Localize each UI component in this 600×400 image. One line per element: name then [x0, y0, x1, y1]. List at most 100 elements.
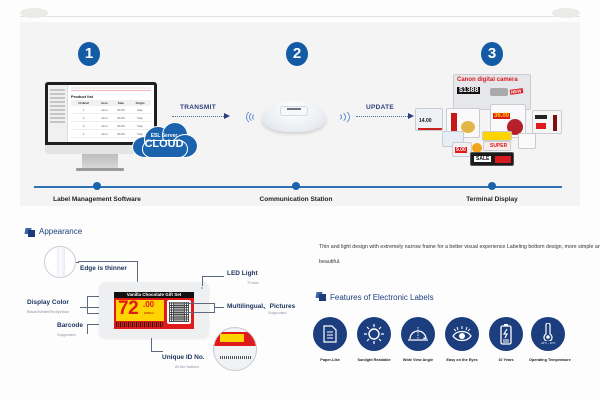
- led-sub: 7Color: [247, 280, 259, 285]
- multilingual-leader: [214, 307, 224, 308]
- sun-icon: [357, 317, 391, 351]
- features-title: Features of Electronic Labels: [330, 293, 434, 302]
- unique-id-leader-h: [151, 351, 163, 352]
- monitor-base: [76, 168, 124, 171]
- display-color-sub: Black/White/Red/yellow: [27, 309, 69, 314]
- timeline-node-1: [93, 182, 101, 190]
- multilingual-sub: Supported: [268, 310, 287, 315]
- esl-qr-code: [167, 300, 191, 324]
- unique-id-magnifier: [213, 327, 257, 371]
- unique-id-leader-v: [151, 338, 152, 351]
- feature-operating-temperature: -20°C ~ 40°C Operating Temperature: [529, 317, 571, 362]
- router-panel: [280, 106, 308, 116]
- software-sidebar: [48, 85, 68, 142]
- transmit-label: TRANSMIT: [180, 104, 216, 111]
- wifi-waves-right-icon: [334, 108, 350, 126]
- feature-wide-view-angle: Wide View Angle: [399, 317, 437, 362]
- new-badge: NEW: [509, 88, 523, 95]
- esl-barcode: [116, 322, 164, 327]
- camera-image: [490, 88, 508, 96]
- col-header: Sale: [112, 100, 130, 106]
- feature-label: Paper-Like: [320, 358, 340, 362]
- view-angle-icon: [401, 317, 435, 351]
- feature-label: Easy on the Eyes: [446, 358, 478, 362]
- camera-headline: Canon digital camera: [457, 77, 518, 83]
- cloud-label-big: CLOUD: [144, 138, 184, 150]
- edge-magnifier: [44, 246, 76, 278]
- barcode-sub: Supported: [57, 332, 76, 337]
- battery-icon: [489, 317, 523, 351]
- transmit-arrowhead: [224, 113, 230, 119]
- display-sale: SALE: [470, 152, 514, 166]
- esl-price-integer: 72: [118, 298, 139, 319]
- appearance-section-icon: [24, 228, 35, 237]
- unique-id-callout: Unique ID No.: [162, 354, 205, 361]
- update-arrow-line: [356, 116, 408, 117]
- appearance-title: Appearance: [39, 227, 83, 236]
- thermometer-icon: -20°C ~ 40°C: [531, 317, 565, 351]
- tag-price-c: 9.00: [455, 147, 467, 153]
- col-header: Origin: [129, 100, 151, 106]
- barcode-leader-v: [87, 324, 88, 334]
- step-3-label: Terminal Display: [466, 196, 518, 203]
- step-1-label: Label Management Software: [53, 196, 141, 203]
- led-callout: LED Light: [227, 270, 258, 277]
- esl-price-box: [116, 300, 164, 321]
- product-list-title: Product list: [71, 94, 94, 99]
- feature-easy-on-eyes: Easy on the Eyes: [443, 317, 481, 362]
- decor-left: [20, 8, 48, 18]
- cloud-label: ESL Server CLOUD: [130, 133, 198, 150]
- update-label: UPDATE: [366, 104, 395, 111]
- cloud-label-small: ESL Server: [150, 133, 178, 139]
- step-3-badge: 3: [481, 42, 503, 66]
- feature-label: Wide View Angle: [402, 358, 434, 362]
- display-tag-yellow: [482, 131, 512, 141]
- tag-price-b: 36.00: [493, 113, 511, 119]
- feature-10-years: 10 Years: [487, 317, 525, 362]
- barcode-callout: Barcode: [57, 322, 84, 329]
- camera-price: $1388: [457, 87, 481, 94]
- display-tag-qr: [518, 133, 536, 149]
- display-tag-red: 9.00: [452, 142, 472, 157]
- communication-station-device: [262, 100, 326, 132]
- feature-paper-like: Paper-Like: [311, 317, 349, 362]
- esl-price-unit: RMB/box: [144, 312, 155, 315]
- update-arrowhead: [408, 113, 414, 119]
- unique-id-sub: At the bottom: [175, 364, 199, 369]
- sale-text: SALE: [474, 156, 492, 162]
- decor-right: [552, 8, 580, 18]
- appearance-description: Thin and light design with extremely nar…: [319, 244, 600, 265]
- monitor-chin: [45, 145, 157, 154]
- display-chocolate: [446, 108, 480, 138]
- step-2-label: Communication Station: [259, 196, 333, 203]
- temperature-range: -20°C ~ 40°C: [540, 342, 556, 345]
- transmit-arrow-line: [172, 116, 224, 117]
- display-color-callout: Display Color: [27, 299, 69, 306]
- step-1-badge: 1: [78, 42, 100, 66]
- display-super: SUPER: [483, 141, 511, 151]
- document-icon: [313, 317, 347, 351]
- display-color-bracket: [87, 296, 88, 314]
- top-divider: [20, 16, 580, 17]
- led-leader-h: [202, 276, 224, 277]
- display-tag-small: 14.00: [415, 108, 443, 131]
- led-leader-v: [202, 276, 203, 286]
- esl-price-decimal: .00: [143, 300, 155, 309]
- feature-sunlight-readable: Sunlight Readable: [355, 317, 393, 362]
- feature-label: Sunlight Readable: [357, 358, 391, 362]
- display-color-leader: [80, 307, 116, 308]
- wifi-waves-left-icon: [246, 108, 260, 126]
- step-2-badge: 2: [286, 42, 308, 66]
- multilingual-callout: Multilingual、Pictures: [227, 303, 296, 310]
- super-text: SUPER: [490, 143, 508, 149]
- eye-icon: [445, 317, 479, 351]
- edge-callout: Edge is thinner: [80, 265, 127, 272]
- multilingual-bracket-bottom: [184, 312, 214, 313]
